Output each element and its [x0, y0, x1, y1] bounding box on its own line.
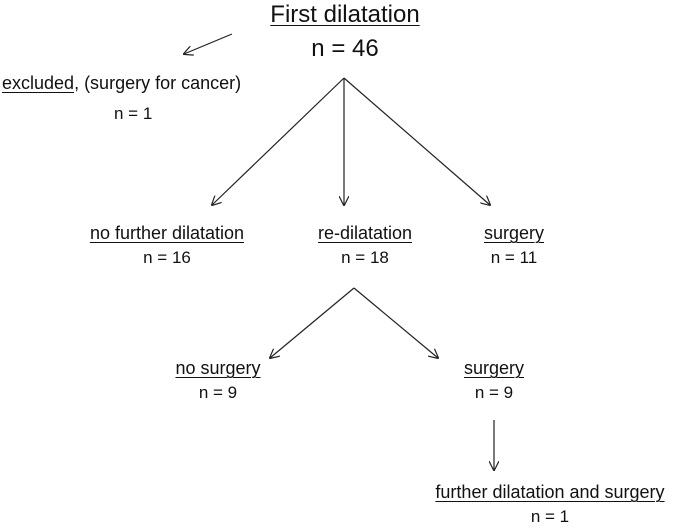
- excluded-count: n = 1: [114, 104, 153, 123]
- surgery-after-redilatation-count: n = 9: [474, 383, 514, 402]
- node-surgery-direct: surgery n = 11: [464, 220, 564, 270]
- excluded-node: excluded, (surgery for cancer) n = 1: [0, 70, 290, 126]
- arrow-re-dilatation-to-no-surgery: [270, 287, 355, 358]
- node-further-dilatation-and-surgery: further dilatation and surgery n = 1: [405, 479, 690, 529]
- surgery-direct-label: surgery: [483, 223, 545, 243]
- arrow-root-to-surgery: [343, 77, 490, 205]
- arrow-root-to-excluded: [184, 33, 233, 54]
- further-dilatation-and-surgery-label: further dilatation and surgery: [435, 482, 665, 502]
- no-surgery-label: no surgery: [175, 358, 261, 378]
- node-surgery-after-redilatation: surgery n = 9: [444, 355, 544, 405]
- root-title: First dilatation: [270, 1, 420, 28]
- node-re-dilatation: re-dilatation n = 18: [290, 220, 440, 270]
- root-node: First dilatation n = 46: [245, 0, 445, 64]
- re-dilatation-count: n = 18: [341, 248, 389, 267]
- no-further-dilatation-label: no further dilatation: [89, 223, 245, 243]
- further-dilatation-and-surgery-count: n = 1: [530, 507, 570, 526]
- root-count: n = 46: [311, 35, 379, 62]
- node-no-further-dilatation: no further dilatation n = 16: [60, 220, 274, 270]
- surgery-after-redilatation-label: surgery: [463, 358, 525, 378]
- no-further-dilatation-count: n = 16: [143, 248, 191, 267]
- excluded-label: excluded: [2, 73, 75, 93]
- excluded-detail: , (surgery for cancer): [74, 73, 242, 93]
- arrow-root-to-no-further-dilatation: [212, 77, 345, 205]
- node-no-surgery: no surgery n = 9: [158, 355, 278, 405]
- re-dilatation-label: re-dilatation: [317, 223, 413, 243]
- arrow-re-dilatation-to-surgery: [353, 287, 438, 358]
- no-surgery-count: n = 9: [198, 383, 238, 402]
- surgery-direct-count: n = 11: [490, 248, 538, 267]
